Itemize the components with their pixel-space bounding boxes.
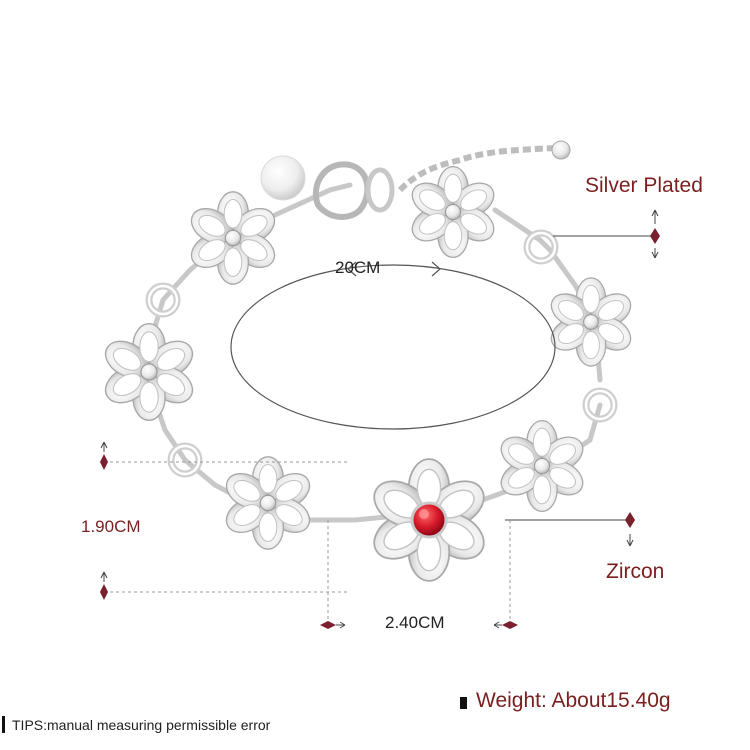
weight-label: Weight: About15.40g <box>476 689 671 712</box>
circumference-guide <box>230 261 556 430</box>
height-dimension <box>100 441 350 600</box>
flower-link-icon <box>544 277 638 367</box>
weight-bullet-icon <box>460 697 467 709</box>
silver-plated-pointer <box>553 209 660 259</box>
flower-link-icon <box>405 165 501 259</box>
tips-bar-icon <box>2 716 5 733</box>
flower-link-icon <box>98 323 200 421</box>
lobster-clasp-icon <box>312 161 371 220</box>
flower-link-icon <box>494 419 590 513</box>
width-label: 2.40CM <box>385 613 445 632</box>
zircon-label: Zircon <box>606 560 665 583</box>
silver-plated-label: Silver Plated <box>585 174 703 197</box>
tag-disc <box>260 155 306 201</box>
ring-link-icon <box>527 233 555 261</box>
zircon-gem-icon <box>410 501 448 539</box>
length-label: 20CM <box>335 258 381 277</box>
flower-link-icon <box>184 191 282 285</box>
flower-link-icon <box>219 456 317 550</box>
zircon-pointer <box>505 512 635 547</box>
width-dimension <box>320 520 518 629</box>
extender-chain-icon <box>397 145 556 193</box>
clasp-assembly <box>260 140 571 220</box>
tips-label: TIPS:manual measuring permissible error <box>12 717 271 733</box>
height-label: 1.90CM <box>81 517 141 536</box>
